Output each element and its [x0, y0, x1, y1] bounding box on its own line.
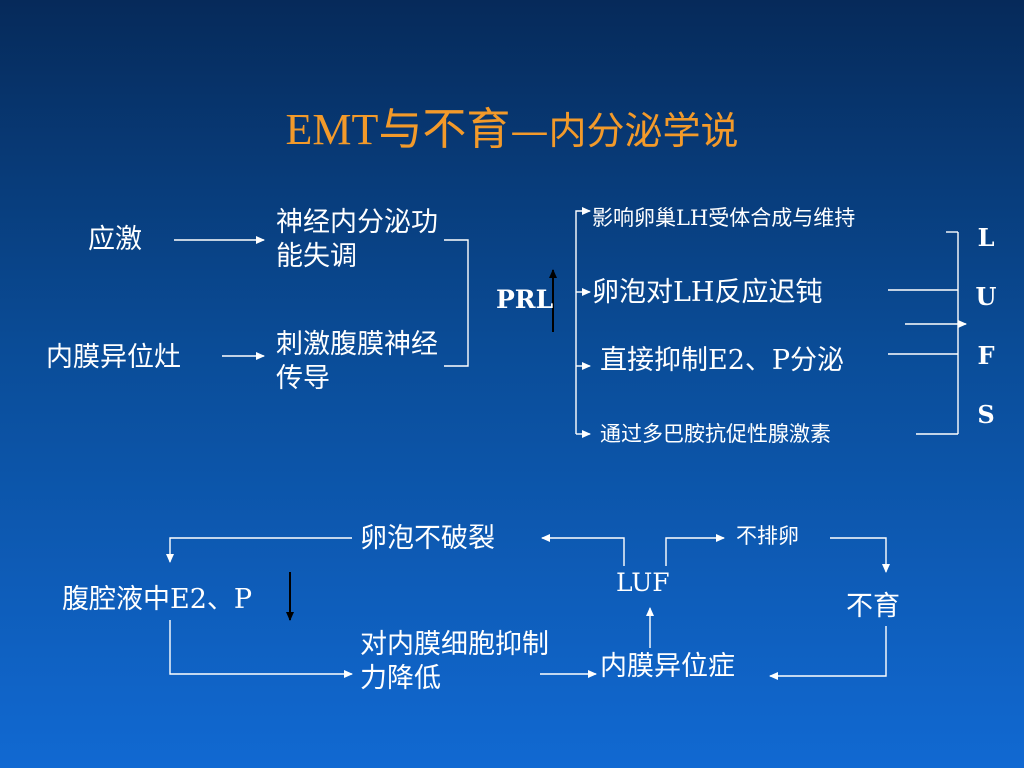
lufs-letter: S: [977, 400, 995, 429]
merge-bracket: [444, 239, 469, 367]
node-luf: LUF: [616, 568, 670, 597]
node-follicle-unruptured: 卵泡不破裂: [360, 523, 495, 554]
node-neuroendocrine-dysfunction: 神经内分泌功能失调: [276, 207, 438, 272]
slide-title: EMT与不育—内分泌学说: [0, 100, 1024, 161]
node-infertility: 不育: [846, 591, 900, 622]
node-effect-lh-response: 卵泡对LH反应迟钝: [592, 277, 823, 308]
node-effect-e2p-inhibition: 直接抑制E2、P分泌: [600, 345, 845, 376]
node-peritoneal-fluid-e2p: 腹腔液中E2、P: [62, 584, 253, 615]
lufs-letter: L: [977, 223, 995, 252]
arrow-luf-to-no-ovulation: [665, 534, 725, 566]
node-endometriosis: 内膜异位症: [600, 651, 735, 682]
arrow-fluid-to-inhibition: [169, 620, 353, 678]
node-prl: PRL: [496, 285, 554, 314]
node-effect-dopamine: 通过多巴胺抗促性腺激素: [600, 422, 831, 446]
node-endometrial-inhibition: 对内膜细胞抑制力降低: [360, 629, 549, 694]
node-effect-lh-receptor: 影响卵巢LH受体合成与维持: [592, 206, 856, 230]
node-peritoneal-nerve: 刺激腹膜神经传导: [276, 329, 438, 394]
arrow-infertility-to-endometriosis: [769, 626, 887, 680]
title-part-theory: —内分泌学说: [510, 109, 739, 153]
lufs-letter: F: [977, 341, 995, 370]
arrow-follicle-to-fluid: [166, 537, 352, 563]
arrow-no-ovulation-to-infertility: [830, 537, 890, 573]
title-part-emt: EMT: [285, 105, 379, 154]
node-no-ovulation: 不排卵: [736, 524, 799, 548]
title-part-infertility: 与不育: [378, 104, 511, 155]
node-stress: 应激: [88, 224, 142, 255]
lufs-letter: U: [975, 282, 997, 311]
branch-effect1: [575, 207, 591, 434]
node-endometriosis-focus: 内膜异位灶: [46, 342, 181, 373]
arrow-luf-to-follicle: [541, 534, 625, 566]
node-lufs: L U F S: [972, 208, 1000, 444]
